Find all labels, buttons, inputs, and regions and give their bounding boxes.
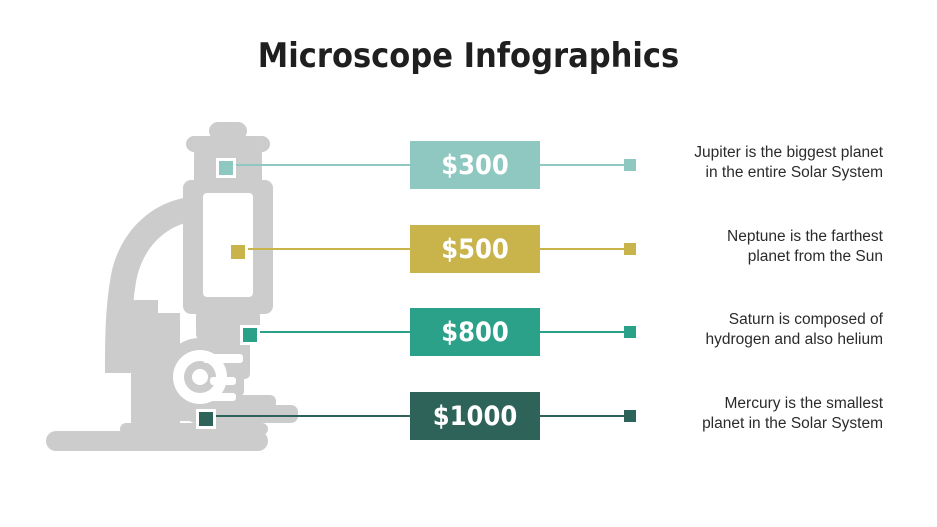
callout-marker-800[interactable]: [240, 325, 260, 345]
connector-line-left: [228, 164, 410, 166]
description-line: in the entire Solar System: [705, 164, 883, 182]
text-marker[interactable]: [624, 410, 636, 422]
description-line: hydrogen and also helium: [705, 331, 883, 349]
description-line: Mercury is the smallest: [724, 395, 883, 412]
description-line: Neptune is the farthest: [727, 228, 883, 245]
connector-line-left: [252, 331, 410, 333]
description-line: planet from the Sun: [747, 248, 883, 266]
value-box[interactable]: $300: [410, 141, 540, 189]
callout-marker-1000[interactable]: [196, 409, 216, 429]
connector-line-right: [540, 331, 626, 333]
description-line: Jupiter is the biggest planet: [694, 144, 883, 161]
text-marker[interactable]: [624, 243, 636, 255]
description-line: planet in the Solar System: [702, 415, 883, 433]
value-label: $500: [441, 233, 509, 265]
connector-line-right: [540, 415, 626, 417]
value-box[interactable]: $500: [410, 225, 540, 273]
description-text: Mercury is the smallest planet in the So…: [645, 394, 883, 435]
microscope-illustration: [28, 105, 303, 455]
text-marker[interactable]: [624, 159, 636, 171]
value-label: $300: [441, 149, 509, 181]
value-box[interactable]: $1000: [410, 392, 540, 440]
text-marker[interactable]: [624, 326, 636, 338]
callout-marker-500[interactable]: [228, 242, 248, 262]
value-label: $1000: [432, 400, 518, 432]
value-box[interactable]: $800: [410, 308, 540, 356]
description-text: Neptune is the farthest planet from the …: [645, 227, 883, 268]
description-text: Saturn is composed of hydrogen and also …: [645, 310, 883, 351]
page-title: Microscope Infographics: [257, 36, 680, 76]
connector-line-right: [540, 248, 626, 250]
microscope-icon: [46, 122, 298, 451]
callout-marker-300[interactable]: [216, 158, 236, 178]
connector-line-left: [240, 248, 410, 250]
description-line: Saturn is composed of: [728, 311, 883, 328]
connector-line-left: [208, 415, 410, 417]
connector-line-right: [540, 164, 626, 166]
value-label: $800: [441, 316, 509, 348]
description-text: Jupiter is the biggest planet in the ent…: [645, 143, 883, 184]
